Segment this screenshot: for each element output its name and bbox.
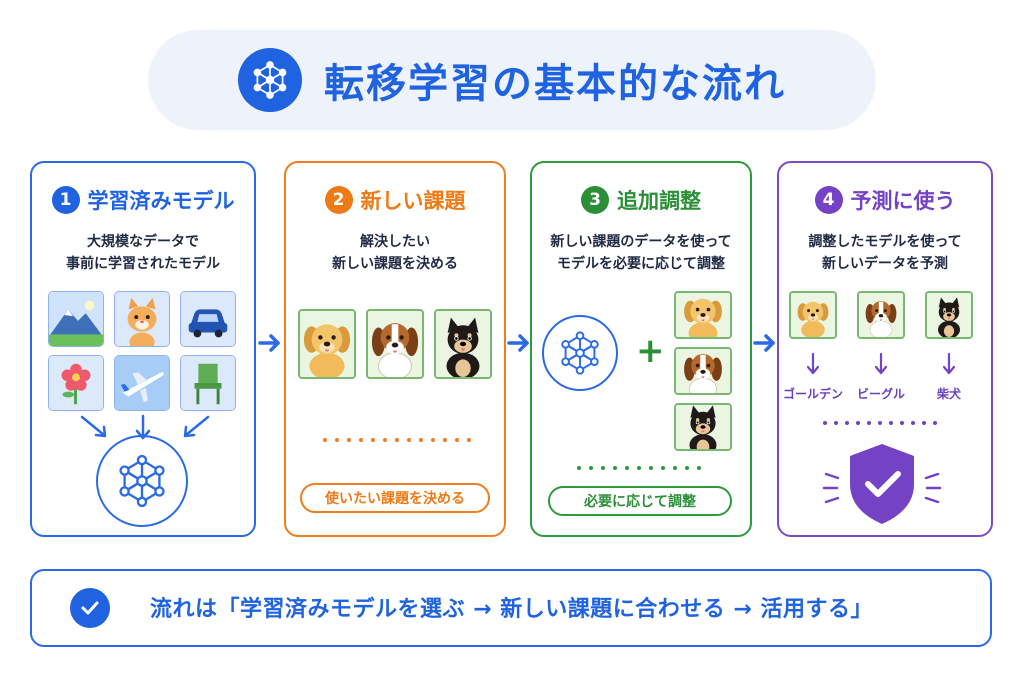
step-number-badge: 3 [581,186,609,214]
dotted-separator [577,466,701,470]
step-heading: 3 追加調整 [532,185,750,215]
step-description: 大規模なデータで 事前に学習されたモデル [66,234,220,272]
summary-text: 流れは「学習済みモデルを選ぶ → 新しい課題に合わせる → 活用する」 [150,597,874,622]
plus-icon: + [636,331,665,371]
page-title: 転移学習の基本的な流れ [324,61,786,107]
step-title: 追加調整 [617,189,701,213]
arrow-down-icon [807,352,819,375]
flow-arrow-icon [753,334,775,352]
shiba-image [925,291,973,339]
decide-task-label: 使いたい課題を決める [300,483,490,513]
dotted-separator [323,438,471,442]
step-description: 解決したい 新しい課題を決める [332,234,458,272]
shiba-image [674,403,732,451]
beagle-image [674,347,732,395]
step-card-new-task: 2 新しい課題 解決したい 新しい課題を決める 使いたい課題を決める [284,161,506,537]
step-heading: 1 学習済みモデル [32,185,254,215]
arrow-down-icon [875,352,887,375]
mountain-icon [48,291,104,347]
arrow-down-left-icon [183,415,210,438]
chair-icon [180,355,236,411]
step-description: 新しい課題のデータを使って モデルを必要に応じて調整 [550,234,732,272]
step-title: 新しい課題 [360,189,466,213]
step-number-badge: 2 [324,186,353,214]
check-circle-icon [70,588,110,628]
golden-retriever-image [789,291,837,339]
arrow-down-right-icon [80,415,107,438]
flower-icon [48,355,104,411]
step-heading: 4 予測に使う [779,185,991,215]
beagle-image [857,291,905,339]
model-icon [542,315,618,391]
arrow-down-icon [943,352,955,375]
cat-icon [114,291,170,347]
step-number-badge: 4 [814,186,843,214]
flow-arrow-icon [507,334,529,352]
step-number-badge: 1 [51,186,80,214]
summary-box: 流れは「学習済みモデルを選ぶ → 新しい課題に合わせる → 活用する」 [30,569,992,647]
breed-label-golden: ゴールデン [782,387,843,401]
step-title: 予測に使う [850,189,956,213]
golden-retriever-image [298,309,356,379]
adjust-as-needed-label: 必要に応じて調整 [548,486,732,516]
car-icon [180,291,236,347]
neural-network-icon [238,48,302,112]
step-card-fine-tuning: 3 追加調整 新しい課題のデータを使って モデルを必要に応じて調整 + 必要に応… [530,161,752,537]
dotted-separator [823,421,937,425]
breed-label-beagle: ビーグル [856,387,905,401]
golden-retriever-image [674,291,732,339]
step-heading: 2 新しい課題 [286,185,504,215]
breed-label-shiba: 柴犬 [936,387,961,401]
step-title: 学習済みモデル [87,189,235,213]
step-card-pretrained-model: 1 学習済みモデル 大規模なデータで 事前に学習されたモデル [30,161,256,537]
airplane-icon [114,355,170,411]
step-description: 調整したモデルを使って 新しいデータを予測 [808,234,962,272]
pretrained-model-icon [96,435,188,527]
shield-check-icon [822,444,942,524]
title-banner: 転移学習の基本的な流れ [148,30,876,130]
flow-arrow-icon [258,334,280,352]
beagle-image [366,309,424,379]
shiba-image [434,309,492,379]
